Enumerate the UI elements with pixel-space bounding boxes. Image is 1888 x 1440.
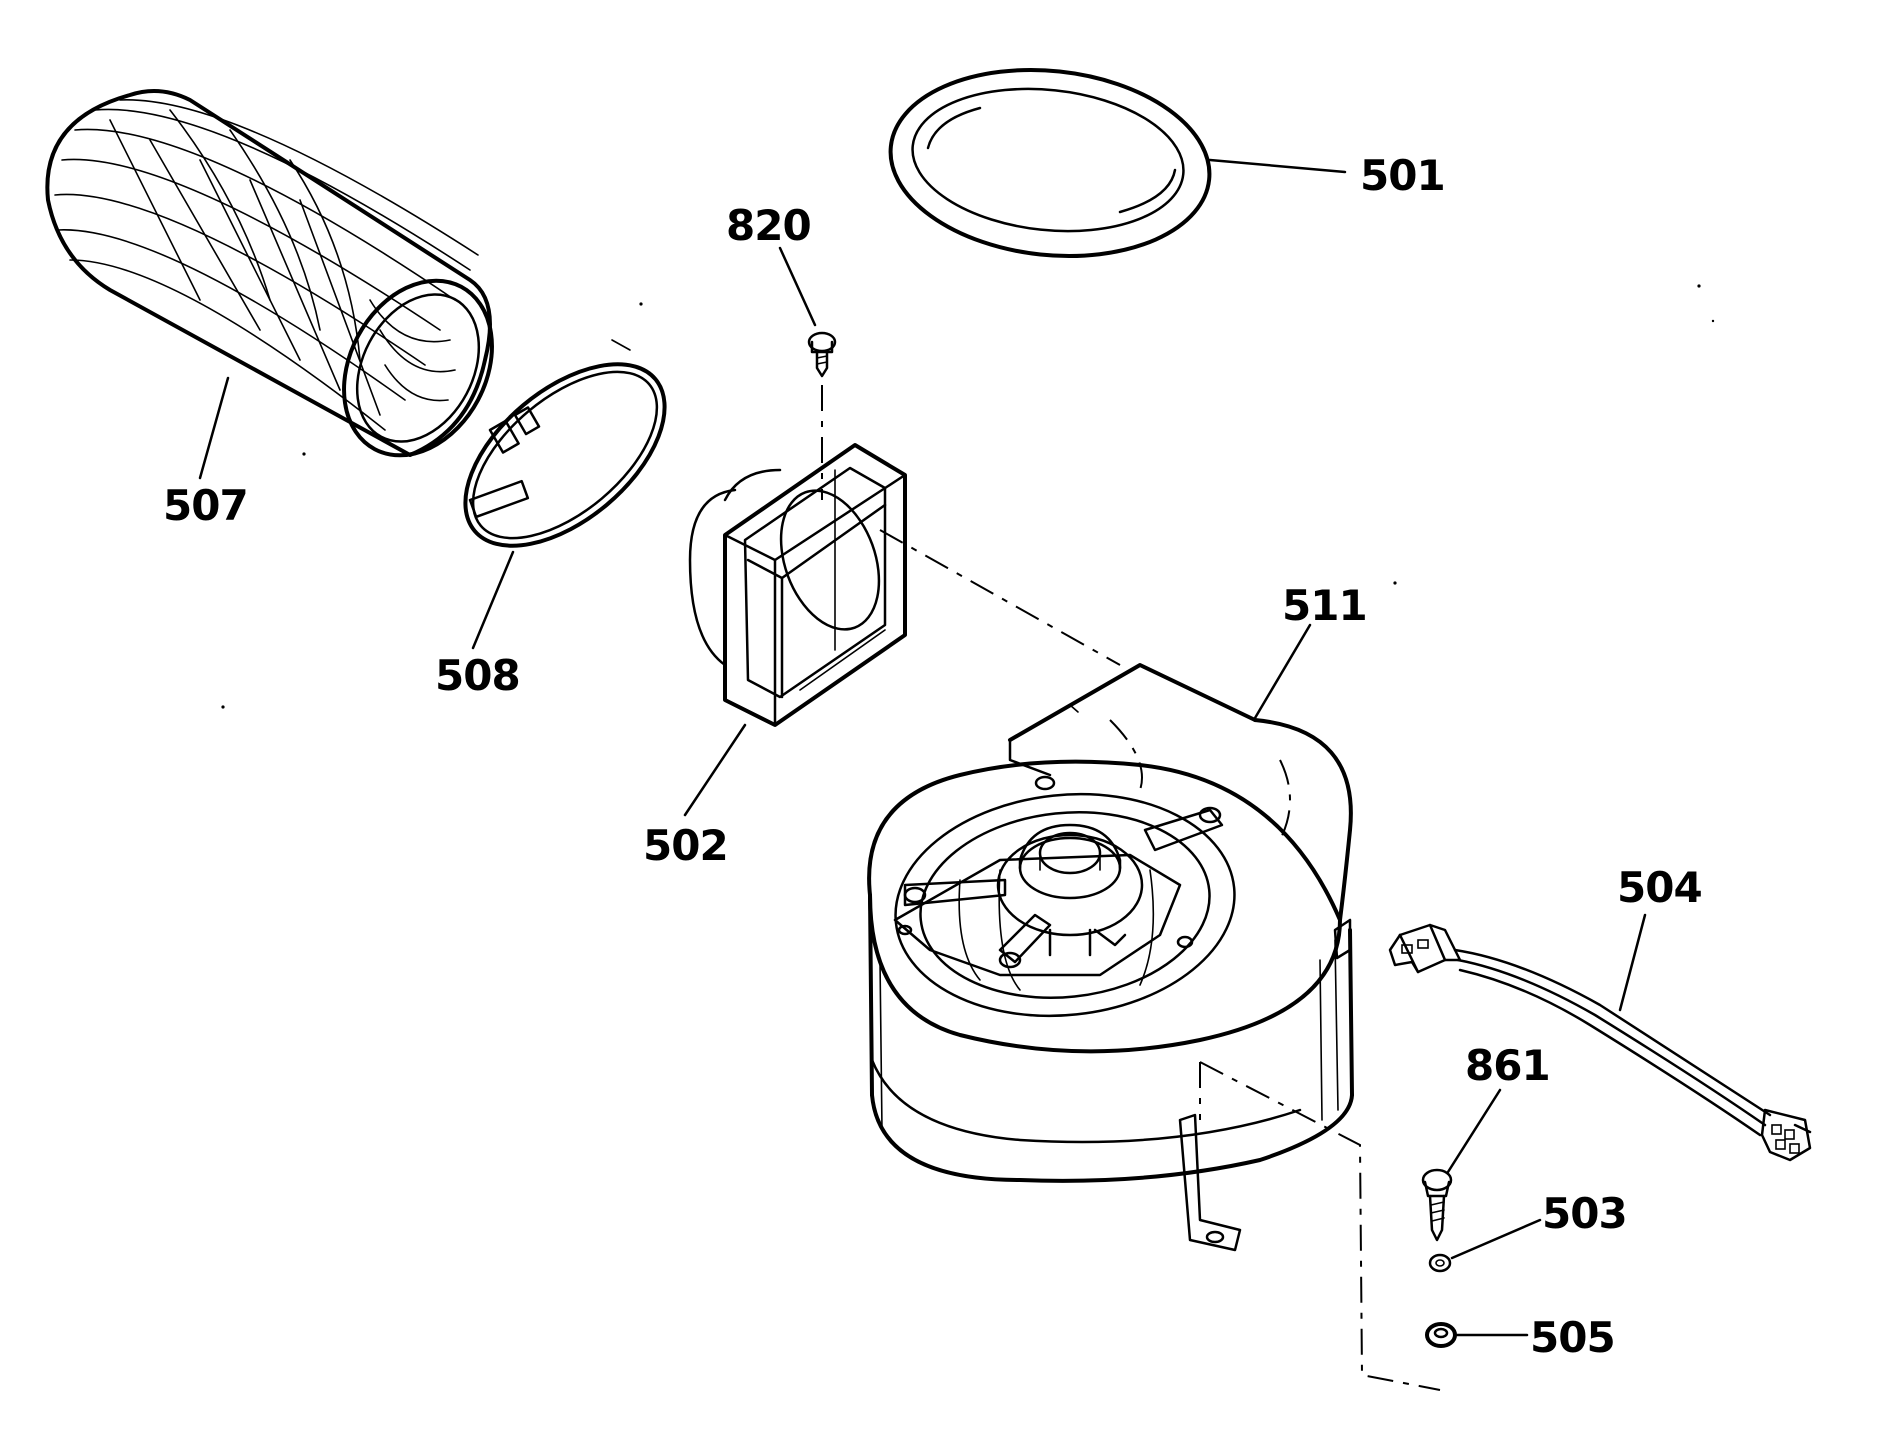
hose-clamp-508	[463, 339, 667, 548]
screw-820	[807, 331, 837, 378]
adapter-frame-502	[688, 443, 907, 727]
label-504: 504	[1617, 863, 1702, 912]
label-503: 503	[1542, 1189, 1627, 1238]
leader-820	[778, 246, 817, 327]
label-861: 861	[1465, 1041, 1550, 1090]
label-508: 508	[435, 651, 520, 700]
label-501: 501	[1360, 151, 1445, 200]
dash-511-mount	[1199, 1061, 1441, 1391]
leader-502	[683, 723, 747, 817]
screw-861	[1421, 1168, 1453, 1242]
label-511: 511	[1282, 581, 1367, 630]
wire-harness-504	[1388, 923, 1812, 1162]
duct-hose-507	[45, 89, 494, 458]
leader-861	[1446, 1088, 1502, 1174]
leader-508	[471, 550, 515, 650]
leader-503	[1450, 1218, 1542, 1260]
scan-specks	[221, 284, 1715, 709]
dash-502	[879, 529, 1121, 666]
leader-501	[1208, 158, 1347, 174]
grommet-505	[1425, 1322, 1457, 1348]
label-507: 507	[163, 481, 248, 530]
leader-504	[1618, 913, 1647, 1012]
leader-511	[1253, 623, 1312, 720]
blower-assembly-511	[867, 663, 1354, 1252]
washer-503	[1428, 1253, 1452, 1273]
label-505: 505	[1530, 1313, 1615, 1362]
label-502: 502	[643, 821, 728, 870]
label-820: 820	[726, 201, 811, 250]
ring-501	[888, 67, 1212, 259]
leader-507	[198, 376, 230, 480]
